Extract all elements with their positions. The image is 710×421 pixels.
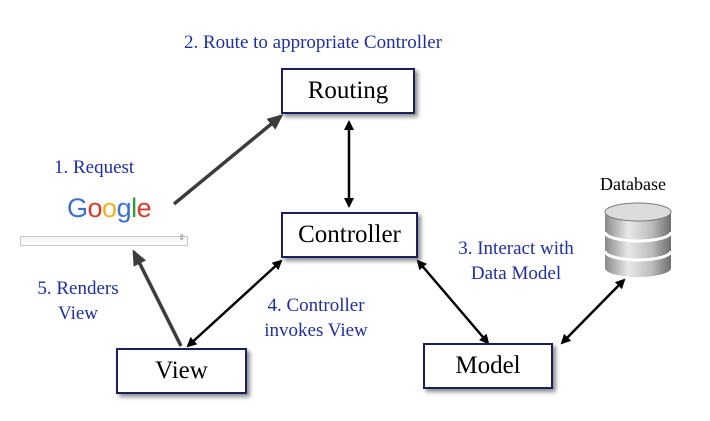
step3-line2: Data Model xyxy=(470,263,562,284)
step3-label: 3. Interact with Data Model xyxy=(436,236,596,286)
step4-line2: invokes View xyxy=(264,320,368,341)
model-database-arrow xyxy=(560,278,626,345)
google-logo-letter: G xyxy=(67,193,88,223)
controller-view-arrow xyxy=(186,259,283,348)
controller-model-arrow xyxy=(416,259,490,345)
google-logo-letter: e xyxy=(136,193,152,223)
view-box: View xyxy=(116,348,247,394)
step5-line2: View xyxy=(57,303,98,324)
routing-box: Routing xyxy=(281,68,415,114)
controller-box: Controller xyxy=(281,212,418,258)
renders-view-arrow xyxy=(132,249,183,347)
google-logo-letter: g xyxy=(116,193,132,223)
step5-label: 5. Renders View xyxy=(22,276,134,326)
model-box: Model xyxy=(423,343,553,389)
google-logo-letter: o xyxy=(102,193,117,223)
database-label: Database xyxy=(600,174,666,194)
step2-label: 2. Route to appropriate Controller xyxy=(184,32,443,53)
step4-label: 4. Controller invokes View xyxy=(246,293,386,343)
database-icon xyxy=(603,202,673,277)
step5-line1: 5. Renders xyxy=(37,278,119,299)
google-logo: Google xyxy=(67,193,152,223)
step4-line1: 4. Controller xyxy=(267,295,365,316)
step1-label: 1. Request xyxy=(54,157,135,178)
step3-line1: 3. Interact with xyxy=(458,238,574,259)
search-bar: ⇕ xyxy=(20,233,188,246)
google-logo-letter: o xyxy=(87,193,103,223)
google-logo-letter: l xyxy=(131,193,137,223)
request-arrow xyxy=(172,114,284,206)
